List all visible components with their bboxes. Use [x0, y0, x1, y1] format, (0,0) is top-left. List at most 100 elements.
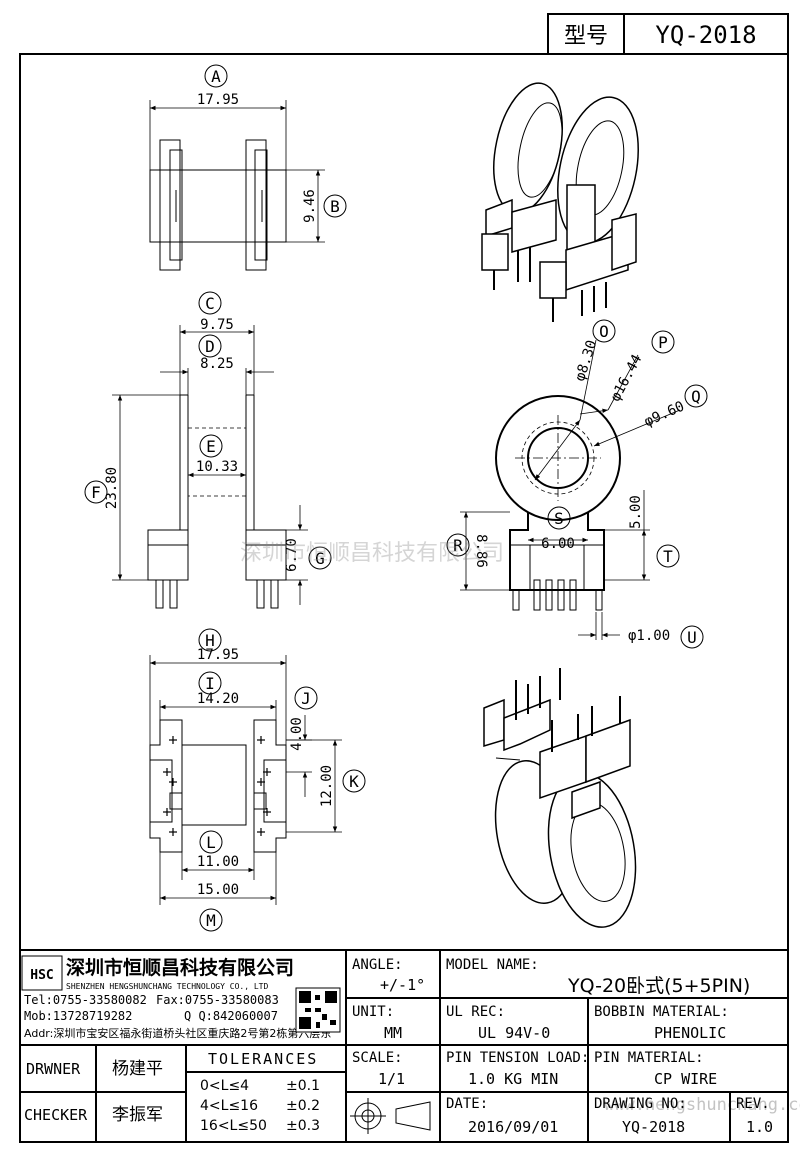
tolerance-row-3: 16<L≤50: [200, 1118, 267, 1134]
ul-label: UL REC:: [446, 1004, 505, 1020]
title-block: [20, 949, 788, 1142]
model-name-label: MODEL NAME:: [446, 957, 539, 973]
dim-label-a: A: [204, 64, 228, 88]
company-qq: Q Q:842060007: [184, 1009, 278, 1023]
dim-f-value: 23.80: [104, 467, 120, 509]
company-fax: Fax:0755-33580083: [156, 993, 279, 1007]
svg-text:S: S: [554, 509, 564, 528]
dim-label-s: S: [547, 506, 571, 530]
svg-text:B: B: [330, 197, 340, 216]
dim-s-value: 6.00: [541, 536, 575, 552]
dim-k-value: 12.00: [319, 765, 335, 807]
tolerance-row-2-value: ±0.2: [286, 1098, 320, 1114]
front-view-middle: 9.75 8.25 10.33 23.80 6.70: [104, 317, 308, 609]
svg-text:F: F: [91, 483, 101, 502]
dim-label-m: M: [199, 908, 223, 932]
svg-text:U: U: [687, 628, 697, 647]
pin-crosses: [163, 736, 271, 836]
dim-r-value: 8.86: [473, 534, 489, 568]
isometric-view-upper: [481, 82, 639, 322]
dim-p-value: φ16.44: [608, 352, 646, 404]
drawing-frame: [19, 53, 789, 1143]
dim-o-value: φ8.30: [572, 338, 600, 383]
company-logo: HSC: [21, 955, 63, 991]
svg-text:M: M: [206, 911, 216, 930]
date-label: DATE:: [446, 1096, 488, 1112]
dim-label-t: T: [656, 544, 680, 568]
dim-label-o: O: [592, 319, 616, 343]
dim-l-value: 11.00: [197, 854, 239, 870]
company-addr: Addr:深圳市宝安区福永街道桥头社区重庆路2号第2栋第六层东: [24, 1026, 331, 1040]
ul-value: UL 94V-0: [478, 1024, 550, 1042]
tolerance-row-2: 4<L≤16: [200, 1098, 258, 1114]
drawer-value: 杨建平: [112, 1059, 163, 1079]
dim-label-f: F: [84, 480, 108, 504]
rev-value: 1.0: [746, 1118, 773, 1136]
svg-text:R: R: [453, 536, 463, 555]
projection-symbol: [350, 1098, 431, 1134]
svg-text:A: A: [211, 67, 221, 86]
dim-label-i: I: [198, 671, 222, 695]
side-view-top: 17.95 9.46: [149, 92, 325, 271]
svg-text:C: C: [205, 294, 215, 313]
svg-text:E: E: [206, 437, 216, 456]
svg-text:K: K: [349, 772, 359, 791]
checker-label: CHECKER: [24, 1106, 88, 1124]
svg-text:T: T: [663, 547, 673, 566]
dim-j-value: 4.00: [289, 717, 305, 751]
header-model: YQ-2018: [655, 21, 756, 49]
dim-d-value: 8.25: [200, 356, 234, 372]
svg-text:H: H: [205, 631, 215, 650]
unit-value: MM: [384, 1024, 402, 1042]
dim-label-e: E: [199, 434, 223, 458]
dim-label-r: R: [446, 533, 470, 557]
company-mob: Mob:13728719282: [24, 1009, 132, 1023]
bobbin-material-label: BOBBIN MATERIAL:: [594, 1004, 729, 1020]
company-name-cn: 深圳市恒顺昌科技有限公司: [66, 956, 294, 979]
dim-label-c: C: [198, 291, 222, 315]
dim-i-value: 14.20: [197, 691, 239, 707]
dim-label-p: P: [651, 330, 675, 354]
rev-label: REV.: [736, 1096, 770, 1112]
dim-g-value: 6.70: [284, 538, 300, 572]
dim-t-value: 5.00: [628, 495, 644, 529]
svg-text:Q: Q: [691, 387, 701, 406]
tolerances-label: TOLERANCES: [208, 1050, 318, 1068]
checker-value: 李振军: [112, 1105, 163, 1125]
tolerance-row-1: 0<L≤4: [200, 1078, 249, 1094]
bobbin-material-value: PHENOLIC: [654, 1024, 726, 1042]
company-logo-text: HSC: [30, 968, 53, 983]
dim-c-value: 9.75: [200, 317, 234, 333]
dim-e-value: 10.33: [196, 459, 238, 475]
company-name-en: SHENZHEN HENGSHUNCHANG TECHNOLOGY CO., L…: [66, 982, 268, 991]
pin-tension-value: 1.0 KG MIN: [468, 1070, 558, 1088]
dim-label-h: H: [198, 628, 222, 652]
dim-label-l: L: [199, 830, 223, 854]
dim-label-g: G: [308, 546, 332, 570]
angle-value: +/-1°: [380, 976, 425, 994]
svg-text:I: I: [205, 674, 215, 693]
scale-label: SCALE:: [352, 1050, 403, 1066]
watermark: 深圳市恒顺昌科技有限公司: [240, 541, 504, 566]
header-type-label: 型号: [564, 24, 608, 49]
angle-label: ANGLE:: [352, 957, 403, 973]
date-value: 2016/09/01: [468, 1118, 558, 1136]
tolerance-row-1-value: ±0.1: [286, 1078, 320, 1094]
dim-label-d: D: [198, 334, 222, 358]
dim-label-u: U: [680, 625, 704, 649]
unit-label: UNIT:: [352, 1004, 394, 1020]
drawing-no-label: DRAWING NO:: [594, 1096, 687, 1112]
dim-u-value: φ1.00: [628, 628, 670, 644]
svg-text:D: D: [205, 337, 215, 356]
svg-text:O: O: [599, 322, 609, 341]
model-name-value: YQ-20卧式(5+5PIN): [567, 975, 750, 997]
tolerance-row-3-value: ±0.3: [286, 1118, 320, 1134]
dim-h-value: 17.95: [197, 647, 239, 663]
company-tel: Tel:0755-33580082: [24, 993, 147, 1007]
pin-material-value: CP WIRE: [654, 1070, 717, 1088]
dim-label-k: K: [342, 769, 366, 793]
dim-label-b: B: [323, 194, 347, 218]
dim-label-q: Q: [684, 384, 708, 408]
dim-b-value: 9.46: [302, 189, 318, 223]
